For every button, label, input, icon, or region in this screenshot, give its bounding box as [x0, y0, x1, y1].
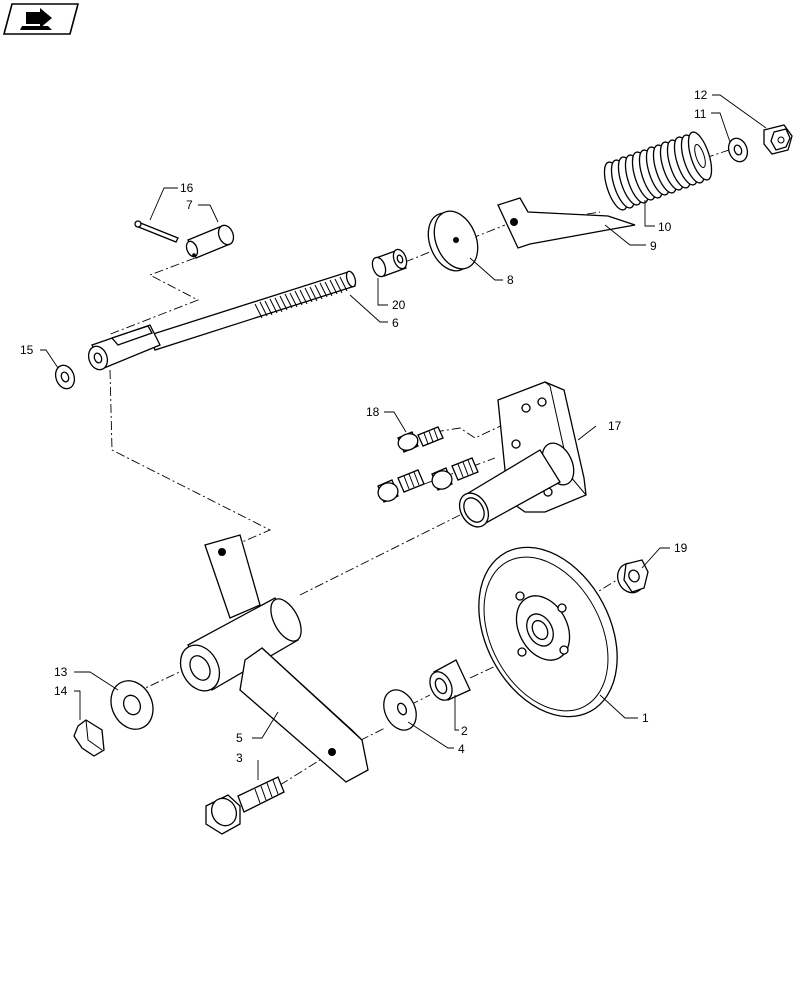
back-to-index-icon	[20, 8, 52, 30]
callout-7: 7	[186, 198, 193, 212]
callout-20: 20	[392, 298, 406, 312]
callout-17: 17	[608, 419, 622, 433]
compression-spring-10	[603, 131, 713, 211]
callout-16: 16	[180, 181, 194, 195]
retaining-clip-14	[73, 719, 105, 757]
callout-10: 10	[658, 220, 672, 234]
clevis-pin-7	[185, 224, 235, 259]
callout-6: 6	[392, 316, 399, 330]
washer-4	[383, 689, 417, 731]
callout-labels: 1 2 3 4 5 6 7 8 9 10 11 12 13 14 15 16 1…	[20, 88, 708, 765]
callout-12: 12	[694, 88, 708, 102]
flange-bolt-18	[377, 426, 479, 503]
callout-13: 13	[54, 665, 68, 679]
callout-5: 5	[236, 731, 243, 745]
washer-11	[727, 137, 749, 163]
callout-9: 9	[650, 239, 657, 253]
back-to-index-button[interactable]	[2, 3, 80, 35]
bushing-20	[371, 248, 408, 278]
callout-14: 14	[54, 684, 68, 698]
washer-13	[110, 680, 154, 730]
pivot-shaft-17	[458, 381, 587, 528]
callout-19: 19	[674, 541, 688, 555]
callout-2: 2	[461, 724, 468, 738]
callout-11: 11	[694, 107, 707, 121]
callout-1: 1	[642, 711, 649, 725]
threaded-rod-6	[87, 270, 357, 371]
callout-15: 15	[20, 343, 34, 357]
flange-nut-19	[616, 559, 649, 594]
hex-bolt-3	[205, 776, 285, 835]
callout-4: 4	[458, 742, 465, 756]
spring-washer-8	[427, 210, 479, 272]
bracket-9	[497, 197, 636, 249]
callout-18: 18	[366, 405, 380, 419]
callout-leaders	[40, 94, 767, 780]
washer-15	[54, 364, 76, 390]
cotter-pin-16	[134, 220, 179, 243]
spacer-2	[429, 659, 471, 701]
idler-pulley-1	[478, 546, 618, 718]
callout-3: 3	[236, 751, 243, 765]
callout-8: 8	[507, 273, 514, 287]
hex-nut-12	[763, 124, 793, 155]
idler-arm-5	[179, 534, 369, 783]
